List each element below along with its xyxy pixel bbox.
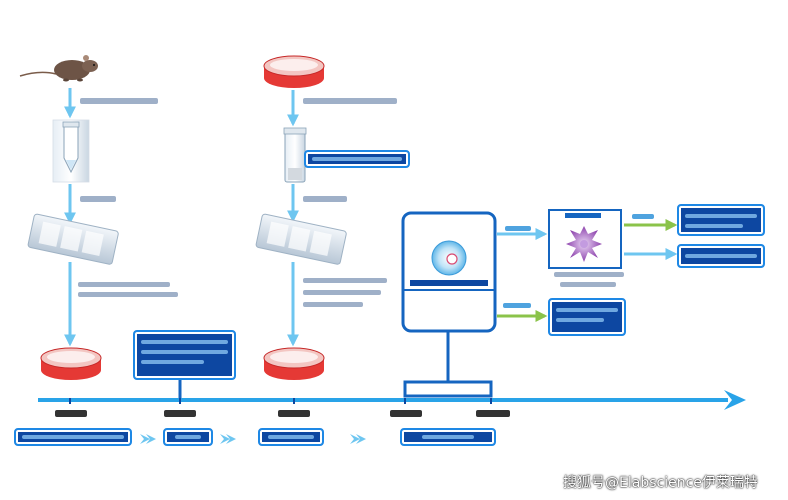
step-label-mid-4 bbox=[303, 290, 381, 295]
step-label-mid-1 bbox=[303, 98, 397, 104]
centrifuge-tube-icon-2 bbox=[283, 127, 307, 183]
centrifuge-tube-icon bbox=[52, 119, 90, 183]
mouse-icon bbox=[19, 55, 98, 82]
day-label-1 bbox=[55, 410, 87, 417]
step-box-4 bbox=[400, 428, 496, 446]
step-box-2 bbox=[163, 428, 213, 446]
timeline-arrow bbox=[38, 390, 746, 410]
day-label-5 bbox=[476, 410, 510, 417]
branch-label-top bbox=[505, 226, 531, 231]
result-box-top bbox=[677, 204, 765, 236]
day-label-2 bbox=[164, 410, 196, 417]
step-label-left-1 bbox=[80, 98, 158, 104]
culture-dish-icon-day-mid bbox=[263, 347, 325, 380]
step-label-mid-5 bbox=[303, 302, 363, 307]
step-label-mid-3 bbox=[303, 278, 387, 283]
cell-icon bbox=[431, 240, 467, 276]
timeline-ticks bbox=[69, 398, 492, 404]
cell-caption bbox=[554, 272, 624, 277]
branch-arrows bbox=[497, 219, 678, 322]
branch-label-green bbox=[632, 214, 654, 219]
culture-dish-icon-top bbox=[263, 55, 325, 88]
step-label-left-2 bbox=[80, 196, 116, 202]
result-box-bottom bbox=[677, 244, 765, 268]
step-label-mid-2 bbox=[303, 196, 347, 202]
watermark: 搜狐号@Elabscience伊莱瑞特 bbox=[563, 475, 758, 491]
branch-label-bottom bbox=[503, 303, 531, 308]
culture-flask-icon-2 bbox=[255, 213, 347, 265]
step-label-left-3 bbox=[78, 282, 170, 287]
day-note-box bbox=[133, 330, 236, 380]
step-box-1 bbox=[14, 428, 132, 446]
culture-dish-icon-day0 bbox=[40, 347, 102, 380]
step-chevrons bbox=[140, 434, 366, 444]
cell-caption-2 bbox=[560, 282, 616, 287]
day-label-4 bbox=[390, 410, 422, 417]
reagent-label-box bbox=[304, 150, 410, 168]
day-label-3 bbox=[278, 410, 310, 417]
step-box-3 bbox=[258, 428, 324, 446]
timeline-connectors bbox=[178, 330, 493, 398]
dendritic-cell-icon bbox=[566, 226, 602, 262]
culture-flask-icon bbox=[27, 213, 119, 265]
result-box-lower bbox=[548, 298, 626, 336]
step-label-left-4 bbox=[78, 292, 178, 297]
